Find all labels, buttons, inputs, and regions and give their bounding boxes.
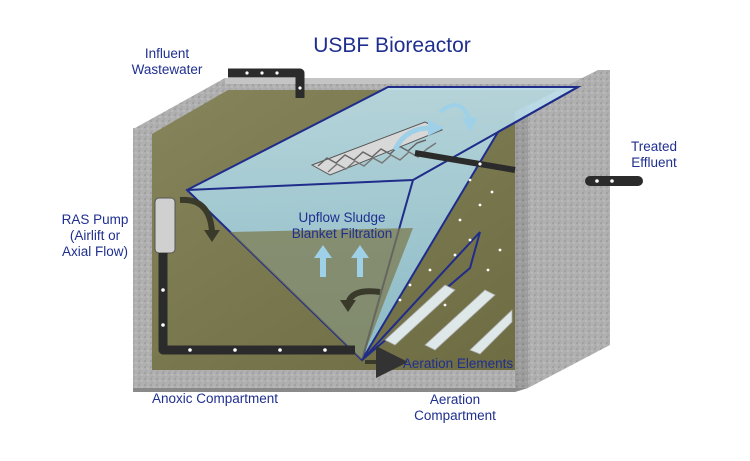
aeration-compartment-line2: Compartment (414, 408, 496, 423)
aeration-compartment-label: Aeration Compartment (400, 392, 510, 424)
influent-label-line2: Wastewater (131, 62, 203, 77)
upflow-label-line2: Blanket Filtration (291, 226, 393, 241)
aeration-elements-label: Aeration Elements (402, 356, 514, 371)
anoxic-compartment-label: Anoxic Compartment (151, 391, 279, 406)
influent-label: Influent Wastewater (128, 46, 206, 78)
treated-label-line1: Treated (630, 139, 678, 154)
ras-recirculation-loop (154, 196, 381, 355)
influent-pipe (228, 68, 305, 98)
tank-left-wall (133, 128, 152, 380)
tank-right-wall (515, 70, 610, 388)
trough-flow-arrows (392, 103, 478, 152)
upflow-label: Upflow Sludge Blanket Filtration (278, 210, 406, 242)
upflow-arrows (314, 245, 369, 277)
tank-base-edge (133, 388, 528, 392)
effluent-pipe (414, 150, 643, 186)
clarifier-hopper (185, 86, 582, 362)
tank-bottom-wall (133, 370, 515, 388)
diagram-title: USBF Bioreactor (313, 34, 471, 57)
upflow-label-line1: Upflow Sludge (298, 210, 386, 225)
ras-label-line1: RAS Pump (61, 212, 129, 227)
ras-label-line3: Axial Flow) (61, 244, 128, 259)
ras-pump-label: RAS Pump (Airlift or Axial Flow) (52, 212, 138, 260)
influent-label-line1: Influent (144, 46, 190, 61)
aeration-compartment-line1: Aeration (429, 392, 481, 407)
aeration-elements (365, 178, 513, 378)
treated-label-line2: Effluent (631, 155, 677, 170)
treated-effluent-label: Treated Effluent (618, 139, 690, 171)
tank-back-wall (135, 78, 590, 135)
ras-label-line2: (Airlift or (69, 228, 121, 243)
